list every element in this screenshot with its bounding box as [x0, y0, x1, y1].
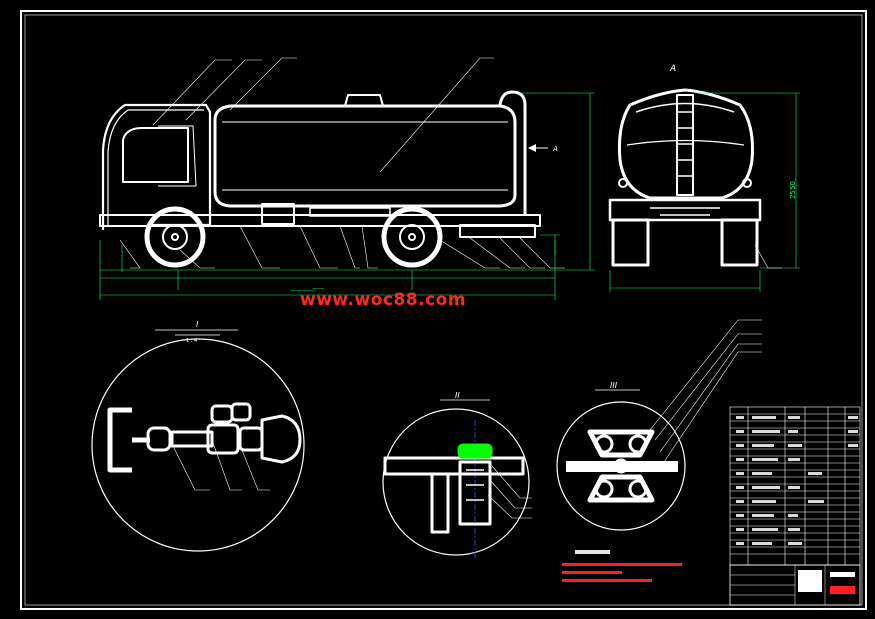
watermark-text: www.woc88.com: [300, 290, 467, 310]
drawing-inner-border: [24, 14, 863, 606]
rear-view-dimensions: [609, 92, 800, 292]
dim-wheelbase: ————: [290, 287, 314, 294]
dim-overall-length: ——: [312, 285, 324, 292]
detail-2-label: II: [455, 391, 460, 400]
view-a-arrow: A: [528, 144, 558, 153]
technical-notes: [562, 550, 682, 582]
rear-height-dimension: 2550: [789, 181, 797, 199]
detail-1: I 1 : 4: [91, 320, 305, 552]
detail-1-scale: 1 : 4: [186, 338, 197, 344]
drawing-border: [20, 10, 867, 610]
parts-list-entries: [736, 416, 858, 545]
detail-3: III: [556, 319, 762, 531]
detail-3-label: III: [610, 381, 618, 390]
highlighted-part: [457, 443, 493, 459]
view-a-label: A: [669, 64, 676, 74]
side-view-dimensions: [99, 92, 595, 300]
side-view-leaders: [119, 57, 565, 269]
truck-rear-view: A: [608, 64, 762, 267]
parts-list-rows: [730, 413, 860, 555]
arrow-a-label: A: [552, 145, 558, 153]
title-block: [729, 564, 861, 606]
detail-2: II: [382, 391, 532, 560]
detail-1-label: I: [196, 320, 199, 329]
truck-side-view: [99, 90, 541, 268]
